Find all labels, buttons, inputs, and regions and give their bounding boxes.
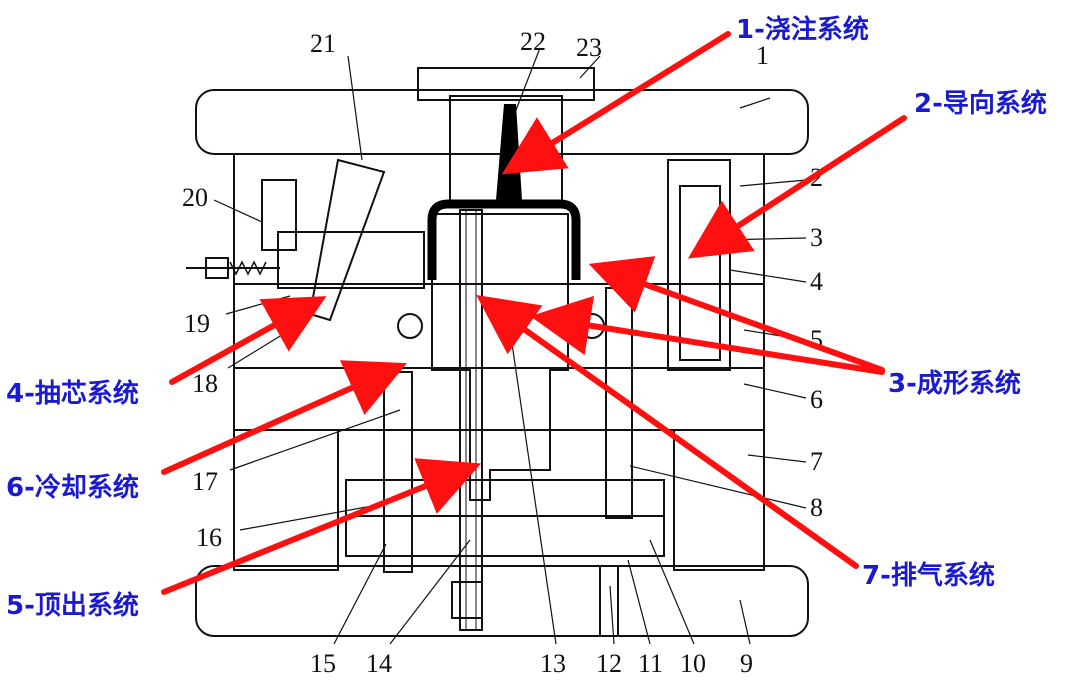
locating-ring: [417, 67, 595, 101]
part-label-9: 9: [740, 649, 753, 678]
part-label-7: 7: [810, 447, 823, 476]
callout-core-pulling-system: 4-抽芯系统: [6, 378, 139, 409]
stop-pin: [599, 565, 619, 637]
angle-pin: [308, 158, 386, 322]
part-label-14: 14: [366, 649, 392, 678]
arrow-forming-b: [530, 295, 885, 375]
slider: [277, 231, 425, 289]
callout-forming-system: 3-成形系统: [888, 368, 1021, 399]
molded-part: [427, 199, 581, 280]
part-label-16: 16: [196, 523, 222, 552]
arrow-guiding: [687, 115, 907, 259]
ejector-plate: [345, 515, 665, 557]
arrow-ejection: [161, 458, 482, 595]
sprue-channel: [496, 104, 522, 200]
part-label-11: 11: [638, 649, 663, 678]
part-label-1: 1: [756, 41, 769, 70]
arrow-pouring: [501, 31, 731, 175]
callout-arrows: [161, 31, 907, 595]
part-label-13: 13: [540, 649, 566, 678]
part-label-19: 19: [184, 309, 210, 338]
arrow-venting: [476, 295, 859, 569]
callout-pouring-system: 1-浇注系统: [736, 14, 869, 45]
part-label-4: 4: [810, 267, 823, 296]
support-pillar: [383, 371, 413, 573]
callout-guiding-system: 2-导向系统: [914, 88, 1047, 119]
arrow-cooling: [161, 360, 407, 475]
core: [431, 213, 569, 501]
guide-bushing: [679, 185, 721, 361]
callout-ejection-system: 5-顶出系统: [6, 590, 139, 621]
callout-cooling-system: 6-冷却系统: [6, 472, 139, 503]
center-ejector-pin: [459, 209, 483, 631]
arrow-core-pull: [169, 296, 327, 385]
part-label-3: 3: [810, 223, 823, 252]
callout-labels: 1-浇注系统 2-导向系统 3-成形系统 4-抽芯系统 5-顶出系统 6-冷却系…: [6, 14, 1047, 621]
part-label-21: 21: [310, 29, 336, 58]
wedge-lock: [261, 179, 297, 251]
part-label-6: 6: [810, 385, 823, 414]
cooling-channel-left: [397, 313, 423, 339]
arrow-forming-a: [588, 256, 885, 373]
part-label-22: 22: [520, 27, 546, 56]
leader-lines: [213, 47, 807, 645]
bottom-clamp-plate: [195, 565, 809, 637]
ejector-pin-head: [451, 581, 483, 619]
part-label-23: 23: [576, 33, 602, 62]
part-label-10: 10: [680, 649, 706, 678]
guide-pillar: [667, 159, 731, 371]
part-label-15: 15: [310, 649, 336, 678]
part-label-20: 20: [182, 183, 208, 212]
part-label-18: 18: [192, 369, 218, 398]
part-label-12: 12: [596, 649, 622, 678]
spacer-block-right: [673, 429, 765, 571]
spacer-block-left: [233, 429, 339, 571]
support-plate: [233, 367, 765, 431]
limit-spring: [186, 257, 280, 279]
callout-venting-system: 7-排气系统: [862, 560, 995, 591]
part-label-8: 8: [810, 493, 823, 522]
part-label-17: 17: [192, 467, 218, 496]
mold-body: [186, 67, 809, 637]
